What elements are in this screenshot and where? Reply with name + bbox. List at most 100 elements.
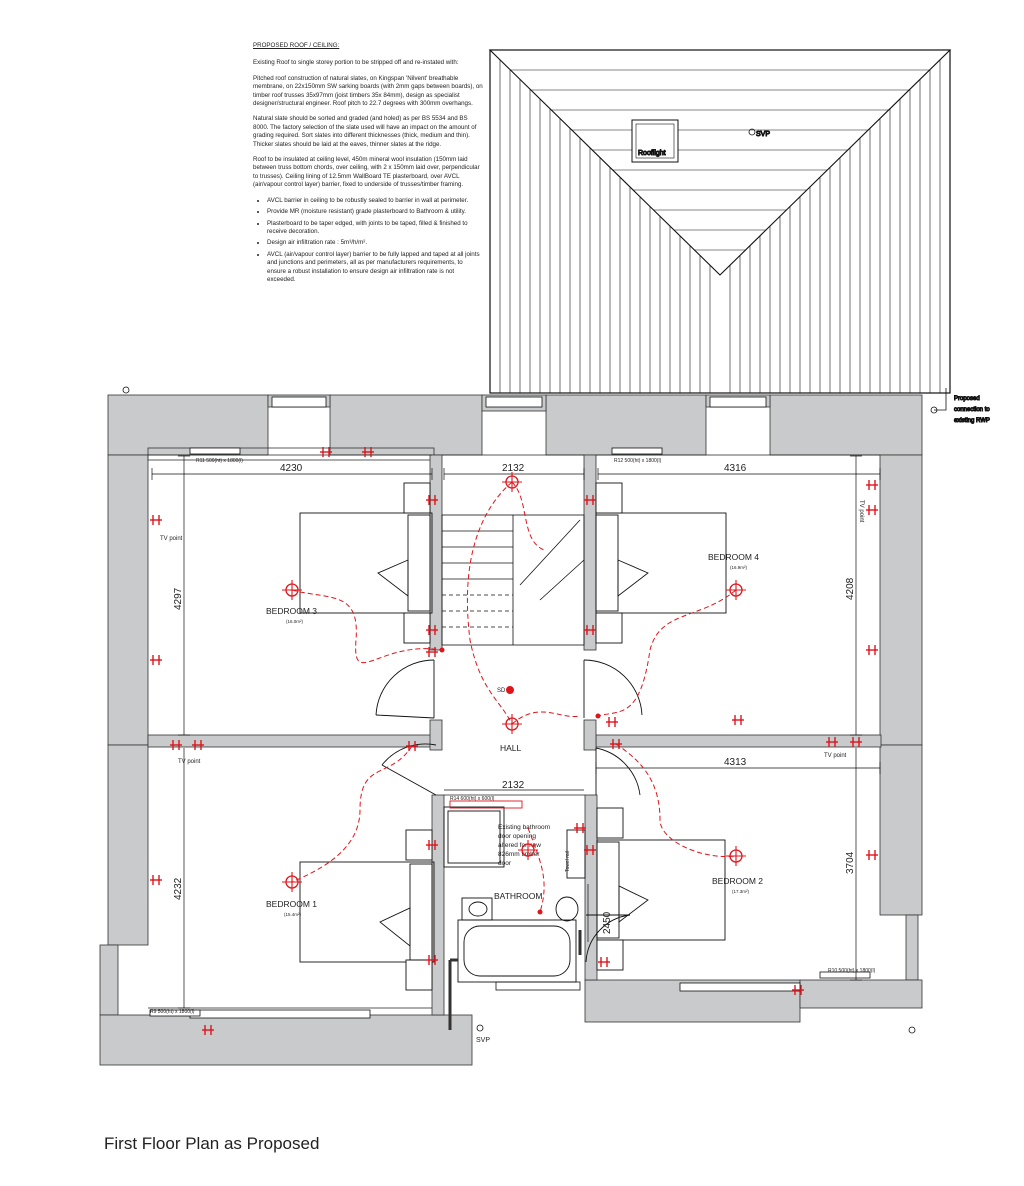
bath-tub — [457, 919, 577, 983]
radiator-r12 — [611, 447, 663, 455]
ceiling-light — [281, 871, 303, 893]
door-swing-bedroom2-lower — [585, 914, 631, 963]
tv-point-label: TV point — [824, 753, 847, 759]
radiator-r11 — [189, 447, 241, 455]
radiators — [149, 447, 871, 1017]
rwp-pipe — [934, 388, 947, 411]
dim-bedroom4-height: 4208 — [845, 577, 856, 600]
partition-b4-b2 — [595, 734, 882, 748]
note-line: altered for new — [498, 842, 541, 849]
partition-bath-b2 — [584, 794, 598, 981]
svp-bottom-symbol — [476, 1024, 484, 1032]
roof-svp-label: SVP — [756, 131, 770, 138]
notes-bullet: AVCL (air/vapour control layer) barrier … — [267, 251, 483, 285]
note-line: door — [498, 860, 512, 867]
roof-plan: Rooflight SVP Proposed connection to exi… — [488, 49, 991, 425]
bed-bedroom1 — [299, 861, 435, 963]
partition-b3-b1 — [147, 734, 434, 748]
room-area-bedroom4: (16.9m²) — [730, 565, 748, 570]
ceiling-light — [725, 845, 747, 867]
tv-point-label: TV point — [160, 536, 183, 542]
room-label-bedroom4: BEDROOM 4 — [708, 552, 759, 562]
wall-top-left — [107, 394, 269, 456]
room-area-bedroom2: (17.3m²) — [732, 889, 750, 894]
rooflight — [631, 119, 679, 163]
notes-bullet: AVCL barrier in ceiling to be robustly s… — [267, 197, 483, 205]
dim-bedroom2-width: 4313 — [724, 757, 747, 768]
dim-bathroom-width: 2132 — [502, 780, 525, 791]
notes-slate: Natural slate should be sorted and grade… — [253, 115, 477, 148]
light-fittings — [281, 471, 747, 893]
door-swing-bedroom3 — [375, 659, 435, 716]
bathroom-door-note: Existing bathroom door opening altered f… — [498, 824, 550, 867]
door-swing-bedroom2 — [595, 747, 641, 796]
radiator-r10 — [819, 971, 871, 979]
windows — [189, 396, 801, 1019]
dimension-text: 4230 2132 4316 4313 2132 4297 4208 3704 … — [173, 463, 856, 934]
roof-hip-triangle — [488, 49, 952, 276]
bed-bedroom3 — [299, 512, 433, 614]
doors — [375, 659, 643, 963]
furniture — [299, 482, 727, 1030]
shower-tray — [443, 806, 505, 868]
towel-rail-label: Towel rail — [565, 851, 571, 872]
door-swing-bedroom1 — [381, 743, 437, 766]
wall-right-lower — [879, 744, 923, 916]
bed-bedroom2 — [596, 839, 726, 941]
notes-bullet: Plasterboard to be taper edged, with joi… — [267, 220, 483, 237]
radiator-label-r11: R11 500(ht) x 1800(l) — [196, 458, 243, 464]
room-label-bedroom3: BEDROOM 3 — [266, 606, 317, 616]
rwp-note-line: existing RWP — [954, 418, 990, 424]
tv-point-label: TV point — [178, 759, 201, 765]
toilet — [461, 897, 493, 921]
notes-construction: Pitched roof construction of natural sla… — [253, 74, 483, 108]
dim-bedroom3-width: 4230 — [280, 463, 303, 474]
room-label-bedroom1: BEDROOM 1 — [266, 899, 317, 909]
dim-bedroom1-height: 4232 — [173, 877, 184, 900]
drawing-caption: First Floor Plan as Proposed — [104, 1134, 320, 1153]
tv-point-label: TV point — [858, 500, 864, 523]
room-label-hall: HALL — [500, 743, 522, 753]
note-line: door opening — [498, 833, 536, 840]
dimension-lines — [151, 455, 881, 1009]
dim-stair-width: 2132 — [502, 463, 525, 474]
notes-bullets: AVCL barrier in ceiling to be robustly s… — [253, 197, 483, 285]
room-labels: BEDROOM 3 (16.0m²) BEDROOM 4 (16.9m²) BE… — [266, 552, 763, 917]
door-swing-bedroom4 — [583, 659, 643, 716]
rooflight-label: Rooflight — [638, 150, 666, 157]
dim-bedroom3-height: 4297 — [173, 587, 184, 610]
svp-bottom-label: SVP — [476, 1037, 490, 1044]
room-label-bedroom2: BEDROOM 2 — [712, 876, 763, 886]
notes-bullet: Provide MR (moisture resistant) grade pl… — [267, 208, 483, 216]
radiator-label-r10: R10 500(ht) x 1800(l) — [828, 968, 876, 974]
ceiling-light — [725, 579, 747, 601]
wall-right-upper — [879, 454, 923, 746]
dim-bedroom4-width: 4316 — [724, 463, 747, 474]
radiator-label-r12: R12 500(ht) x 1800(l) — [614, 458, 662, 464]
ceiling-light — [501, 713, 523, 735]
smoke-detector-label: SD — [497, 688, 506, 694]
notes-insulation: Roof to be insulated at ceiling level, 4… — [253, 156, 480, 189]
wash-basin — [555, 896, 579, 922]
wall-left-lower — [107, 744, 149, 946]
rwp-note-line: Proposed — [954, 396, 980, 402]
dim-bedroom2-height: 3704 — [845, 851, 856, 874]
lighting-circuits — [291, 481, 737, 913]
radiator-r9 — [149, 1009, 201, 1017]
bed-bedroom4 — [595, 512, 727, 614]
wall-left-upper — [107, 454, 149, 746]
room-area-bedroom3: (16.0m²) — [286, 619, 304, 624]
wall-bottom-left — [99, 1014, 473, 1066]
staircase — [441, 514, 585, 646]
radiator-label-r14: R14 600(ht) x 600(l) — [450, 796, 495, 802]
rwp-note-line: connection to — [954, 407, 990, 413]
svp-symbol — [748, 128, 756, 136]
notes-intro: Existing Roof to single storey portion t… — [253, 59, 459, 67]
note-line: 826mm timber — [498, 851, 540, 858]
room-area-bedroom1: (15.4m²) — [284, 912, 302, 917]
roof-ceiling-notes: PROPOSED ROOF / CEILING: Existing Roof t… — [253, 42, 483, 287]
rwp-symbol — [930, 406, 938, 414]
notes-bullet: Design air infiltration rate : 5m³/h/m². — [267, 239, 483, 247]
smoke-detector — [506, 686, 514, 694]
